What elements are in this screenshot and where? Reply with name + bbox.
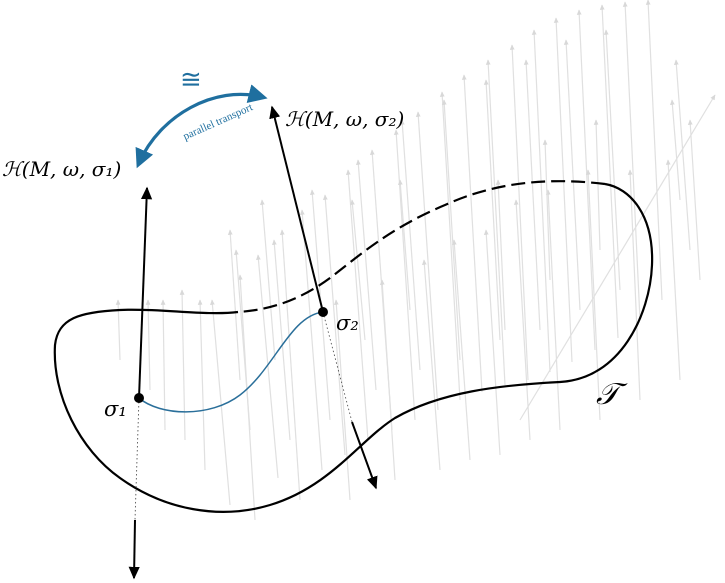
field-vector [669,99,681,201]
field-vector [687,119,701,281]
field-vector [665,159,681,381]
field-vector [599,4,619,339]
field-vector [415,111,439,411]
field-vector [393,129,416,421]
field-vector [645,0,663,301]
fiber-right-hidden [322,311,353,423]
field-vector [179,289,186,441]
field-vector [397,179,411,311]
field-vector [451,239,471,461]
field-vector [210,299,231,506]
fiber-left-upper [138,186,153,399]
isomorphism-symbol: ≅ [180,65,202,94]
field-vector [299,209,323,471]
field-vector [585,169,601,421]
surface-label: 𝒯 [596,377,628,412]
field-vector [513,199,531,441]
field-vector [379,279,396,481]
field-vector [322,194,346,456]
field-vector [421,259,441,471]
field-vector [545,189,561,431]
field-vector [197,299,206,471]
field-vector [256,254,279,479]
field-vector [622,1,641,321]
field-vector [563,39,581,311]
field-vector [553,17,573,363]
fiber-right-label: ℋ(M, ω, σ₂) [285,107,404,131]
field-vector [531,29,551,373]
field-vector [673,59,691,251]
sigma-2-label: σ₂ [336,311,359,335]
field-vector [145,299,151,391]
field-vector [483,229,501,456]
fiber-left-hidden [134,397,140,521]
field-vector [509,44,529,381]
transport-path [138,311,324,413]
field-vector [441,99,461,361]
field-vector [483,79,501,341]
field-vector [576,9,596,351]
field-vector [485,59,506,386]
surface-boundary-solid [53,182,654,513]
parallel-transport-arrow [135,84,268,169]
field-vector [271,239,291,441]
fiber-left-label: ℋ(M, ω, σ₁) [2,157,121,181]
field-vector [603,29,621,291]
field-vector [345,169,369,441]
field-vector [542,139,551,281]
field-vector [259,199,276,361]
field-vector [233,249,251,431]
field-vector [279,229,301,501]
background-vector-field [115,0,716,521]
fiber-right-upper [269,105,324,313]
fiber-left-lower [128,519,140,580]
point-sigma-2 [318,307,328,317]
field-vector [461,74,483,393]
field-vector [593,119,601,251]
field-vector [519,94,716,421]
field-vector [355,159,377,391]
sigma-1-label: σ₁ [104,397,127,421]
field-vector [495,179,506,331]
fiber-right-lower [351,421,378,490]
field-vector [439,91,461,401]
field-vector [627,169,641,401]
surface-boundary-dashed [237,180,606,314]
point-sigma-1 [134,393,144,403]
field-vector [227,229,241,381]
field-vector [350,199,366,341]
field-vector [523,59,541,331]
field-vector [333,299,351,501]
field-vector [160,299,166,431]
field-vector [399,119,421,371]
